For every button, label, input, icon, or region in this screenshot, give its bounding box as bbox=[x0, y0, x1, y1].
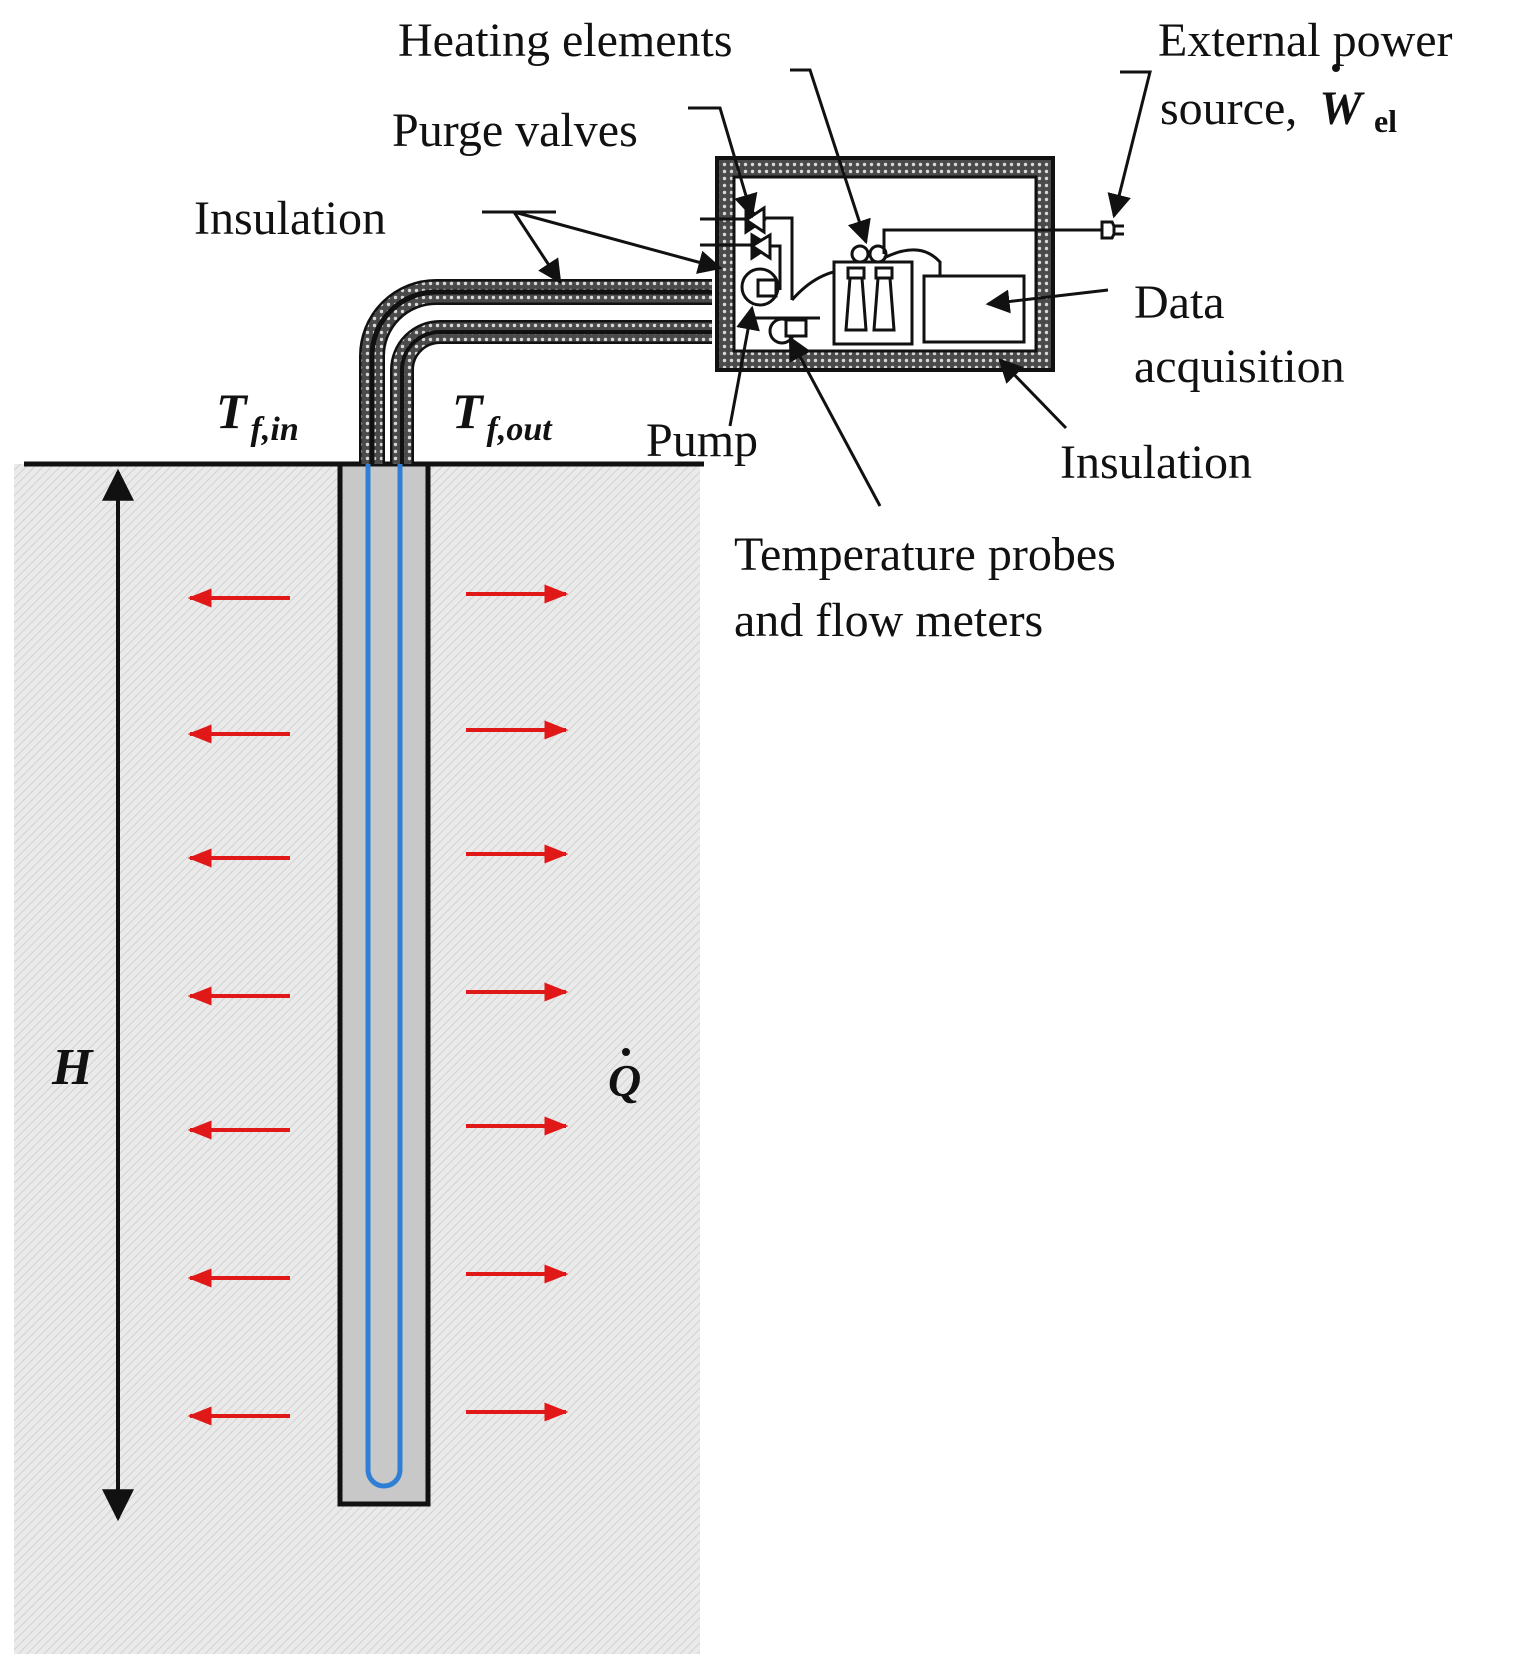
purge-valves-label: Purge valves bbox=[392, 104, 638, 157]
depth-h-label: H bbox=[51, 1039, 94, 1096]
purge-valves bbox=[700, 205, 794, 300]
external-power-source-text: source, bbox=[1160, 82, 1297, 135]
power-symbol: W bbox=[1319, 82, 1365, 135]
power-subscript: el bbox=[1374, 103, 1397, 139]
heating-elements bbox=[832, 228, 1102, 346]
external-power-label-line1: External power bbox=[1158, 14, 1453, 67]
t-outlet-label: T f,out bbox=[452, 383, 553, 448]
labels: Heating elements External power source, … bbox=[51, 14, 1453, 1106]
temperature-probes-label-line1: Temperature probes bbox=[734, 528, 1116, 581]
t-inlet-label: T f,in bbox=[216, 383, 299, 448]
external-power-label-line2: source, W el bbox=[1160, 82, 1397, 139]
heat-flow-arrows bbox=[187, 584, 569, 1426]
equipment-box bbox=[700, 156, 1124, 372]
u-tube-loop bbox=[365, 464, 403, 1489]
insulation-top-label: Insulation bbox=[194, 192, 386, 245]
data-acquisition-label-line1: Data bbox=[1134, 276, 1225, 329]
pump-label: Pump bbox=[646, 414, 758, 467]
power-plug-icon bbox=[1100, 220, 1124, 240]
heat-rate-dot-icon bbox=[622, 1048, 630, 1056]
heat-rate-q-label: Q bbox=[608, 1055, 641, 1106]
borehole bbox=[337, 461, 431, 1507]
leader-lines bbox=[482, 68, 1152, 507]
power-dot-icon bbox=[1332, 64, 1340, 72]
insulation-bottom-label: Insulation bbox=[1060, 436, 1252, 489]
data-acquisition-unit bbox=[922, 274, 1026, 344]
insulated-pipes bbox=[359, 279, 712, 464]
heating-elements-label: Heating elements bbox=[398, 14, 733, 67]
temperature-probes-label-line2: and flow meters bbox=[734, 594, 1043, 647]
data-acquisition-label-line2: acquisition bbox=[1134, 340, 1345, 393]
